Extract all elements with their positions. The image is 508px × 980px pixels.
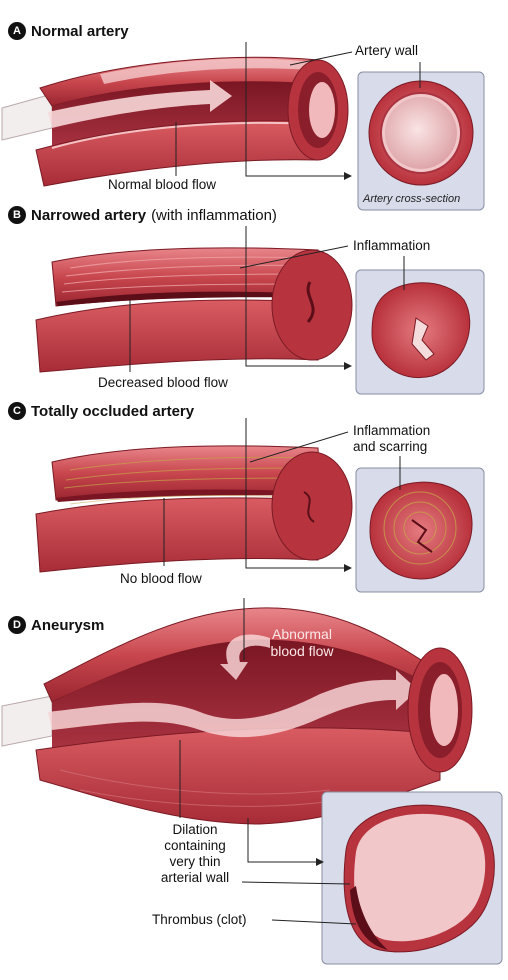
label-dilation-line2: containing [140,838,250,854]
badge-b: B [8,206,26,224]
label-abnormal-flow: Abnormal blood flow [262,626,342,660]
label-dilation-line1: Dilation [140,822,250,838]
panel-a-title: A Normal artery [8,22,129,40]
label-cross-section: Artery cross-section [363,193,460,205]
title-c: Totally occluded artery [31,403,194,420]
label-abnormal-line1: Abnormal [262,626,342,643]
artery-d-stub [2,696,52,746]
label-inflammation-line1: Inflammation [353,423,430,439]
label-dilation: Dilation containing very thin arterial w… [140,822,250,886]
badge-a: A [8,22,26,40]
label-abnormal-line2: blood flow [262,643,342,660]
panel-c-title: C Totally occluded artery [8,402,194,420]
badge-d: D [8,616,26,634]
label-no-flow: No blood flow [120,571,202,587]
title-b: Narrowed artery [31,207,146,224]
title-d: Aneurysm [31,617,104,634]
panel-b-title: B Narrowed artery (with inflammation) [8,206,277,224]
label-artery-wall: Artery wall [355,43,418,59]
label-normal-flow: Normal blood flow [108,177,216,193]
panel-d [2,598,502,964]
label-scarring-line2: and scarring [353,439,430,455]
panel-a [2,42,484,210]
panel-d-title: D Aneurysm [8,616,104,634]
label-decreased-flow: Decreased blood flow [98,375,228,391]
artery-c-end [272,452,352,560]
title-a: Normal artery [31,23,129,40]
label-thrombus: Thrombus (clot) [152,912,247,928]
label-dilation-line3: very thin [140,854,250,870]
title-b-suffix: (with inflammation) [151,207,277,224]
label-dilation-line4: arterial wall [140,870,250,886]
label-inflammation: Inflammation [353,238,430,254]
badge-c: C [8,402,26,420]
label-inflammation-scarring: Inflammation and scarring [353,423,430,455]
artery-a-stub [2,94,52,140]
